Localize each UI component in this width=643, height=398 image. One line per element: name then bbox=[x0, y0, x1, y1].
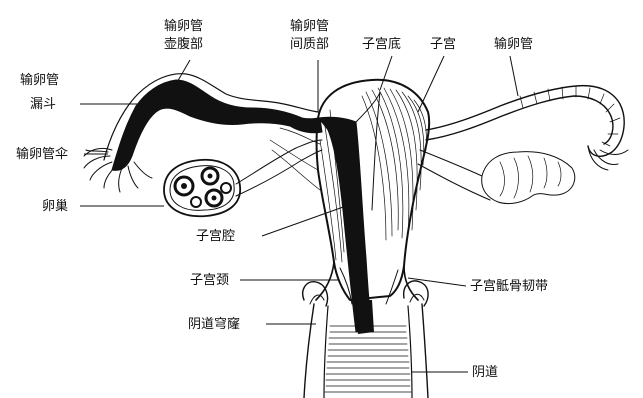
labels: 输卵管 壶腹部 输卵管 间质部 子宫底 子宫 输卵管 输卵管 漏斗 输卵管伞 卵… bbox=[16, 18, 548, 380]
label-infundibulum-line1: 输卵管 bbox=[20, 72, 59, 88]
label-ampulla-line2: 壶腹部 bbox=[164, 36, 203, 52]
right-broad-ligament bbox=[418, 150, 575, 204]
label-infundibulum-line2: 漏斗 bbox=[30, 96, 56, 112]
label-cervix: 子宫颈 bbox=[190, 273, 229, 288]
label-uterine-cavity: 子宫腔 bbox=[196, 229, 235, 244]
label-isthmus-line1: 输卵管 bbox=[290, 18, 329, 34]
label-vagina: 阴道 bbox=[472, 365, 498, 380]
ovarian-ligament bbox=[236, 140, 322, 184]
right-fallopian-tube bbox=[426, 86, 628, 170]
broad-ligament-left bbox=[270, 128, 320, 190]
label-right-tube: 输卵管 bbox=[494, 36, 533, 52]
ovary bbox=[164, 160, 240, 217]
label-fimbriae: 输卵管伞 bbox=[16, 146, 68, 162]
label-uterosacral-ligament: 子宫骶骨韧带 bbox=[470, 279, 548, 294]
label-vaginal-fornix: 阴道穹窿 bbox=[188, 316, 240, 332]
label-uterus: 子宫 bbox=[430, 37, 456, 52]
label-isthmus-line2: 间质部 bbox=[290, 37, 329, 52]
label-ampulla-line1: 输卵管 bbox=[164, 18, 203, 34]
label-ovary: 卵巢 bbox=[42, 199, 68, 214]
label-fundus: 子宫底 bbox=[362, 36, 401, 52]
left-fallopian-tube bbox=[112, 80, 322, 170]
cervical-canal bbox=[356, 300, 374, 334]
uterus-muscle-striations bbox=[362, 88, 427, 240]
diagram-drawing bbox=[84, 74, 628, 398]
uterine-cavity-channel bbox=[318, 117, 372, 332]
